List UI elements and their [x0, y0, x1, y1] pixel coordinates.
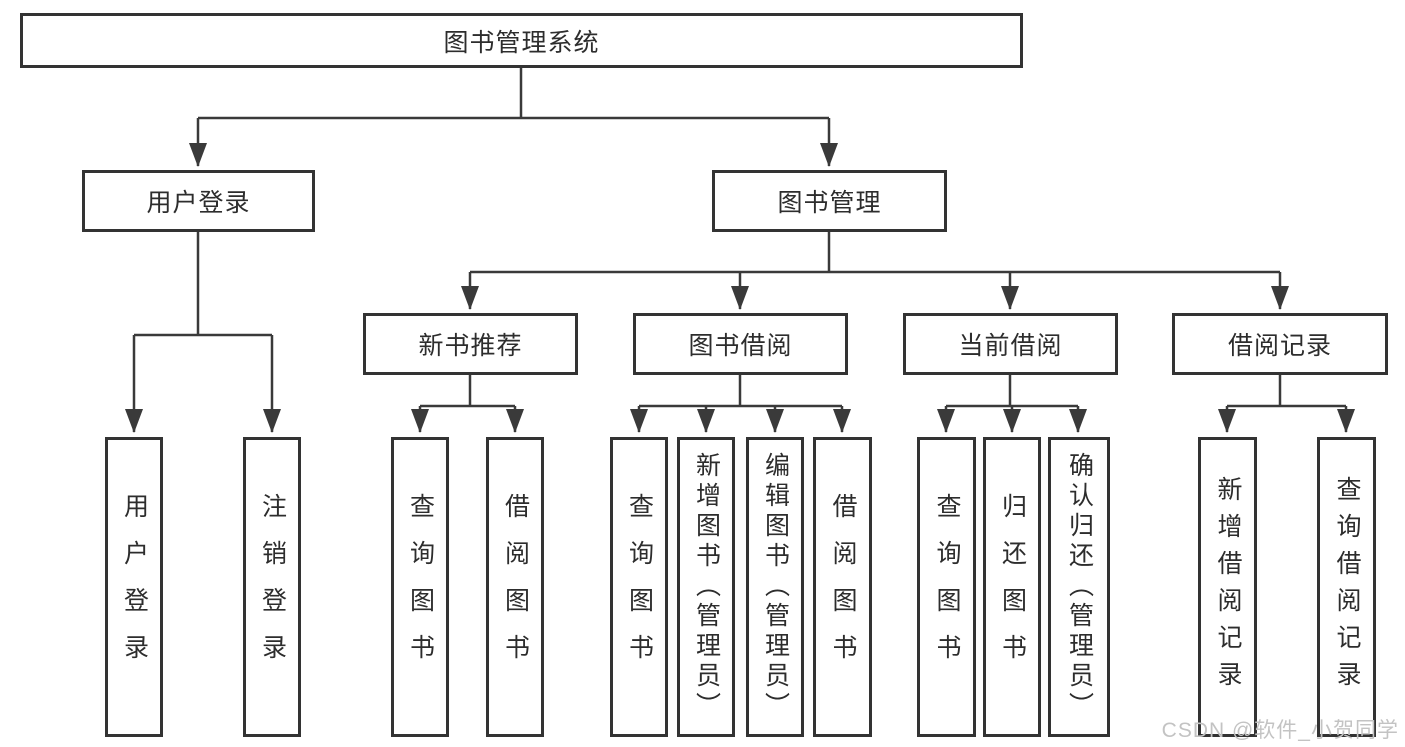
node-root: 图书管理系统: [20, 13, 1023, 68]
leaf-user-login: 用户登录: [105, 437, 163, 737]
csdn-watermark: CSDN @软件_小贺同学: [1161, 719, 1399, 742]
leaf-borrow-books-label: 借阅图书: [501, 493, 530, 681]
node-current-borrow: 当前借阅: [903, 313, 1118, 375]
connector-borrow-records-trunk: [1227, 375, 1346, 408]
leaf-user-login-label: 用户登录: [120, 493, 149, 681]
leaf-add-books-admin-label: 新增图书（管理员）: [692, 452, 721, 722]
leaf-query-books: 查询图书: [917, 437, 976, 737]
leaf-return-books: 归还图书: [983, 437, 1041, 737]
node-book-management-label: 图书管理: [777, 189, 882, 217]
node-root-label: 图书管理系统: [443, 28, 600, 57]
node-user-login: 用户登录: [82, 170, 315, 232]
node-new-book-recommend: 新书推荐: [363, 313, 578, 375]
node-current-borrow-label: 当前借阅: [958, 332, 1063, 360]
leaf-query-books-label: 查询图书: [625, 493, 654, 681]
leaf-borrow-books-label: 借阅图书: [829, 493, 857, 681]
leaf-query-borrow-record: 查询借阅记录: [1317, 437, 1376, 737]
leaf-edit-books-admin-label: 编辑图书（管理员）: [761, 452, 790, 722]
leaf-query-books-label: 查询图书: [406, 493, 435, 681]
connector-new-book-trunk: [420, 375, 515, 408]
leaf-return-books-label: 归还图书: [998, 493, 1027, 681]
leaf-logout: 注销登录: [243, 437, 301, 737]
node-borrow-records-label: 借阅记录: [1227, 332, 1332, 360]
node-book-borrow: 图书借阅: [633, 313, 848, 375]
leaf-query-borrow-record-label: 查询借阅记录: [1333, 476, 1361, 698]
leaf-query-books-label: 查询图书: [933, 493, 961, 681]
node-borrow-records: 借阅记录: [1172, 313, 1388, 375]
leaf-confirm-return-admin: 确认归还（管理员）: [1048, 437, 1110, 737]
node-book-management: 图书管理: [712, 170, 947, 232]
leaf-add-borrow-record: 新增借阅记录: [1198, 437, 1257, 737]
leaf-add-books-admin: 新增图书（管理员）: [677, 437, 735, 737]
leaf-borrow-books: 借阅图书: [486, 437, 544, 737]
node-book-borrow-label: 图书借阅: [688, 332, 793, 360]
leaf-query-books: 查询图书: [610, 437, 668, 737]
leaf-logout-label: 注销登录: [258, 493, 287, 681]
leaf-query-books: 查询图书: [391, 437, 449, 737]
connector-book-borrow-trunk: [639, 375, 842, 408]
connector-user-login-trunk: [134, 232, 272, 337]
connector-root-trunk: [198, 68, 829, 120]
node-new-book-recommend-label: 新书推荐: [418, 332, 523, 360]
connector-book-management-trunk: [470, 232, 1280, 274]
node-user-login-label: 用户登录: [146, 189, 251, 217]
leaf-borrow-books: 借阅图书: [813, 437, 872, 737]
leaf-confirm-return-admin-label: 确认归还（管理员）: [1065, 452, 1094, 722]
connector-current-borrow-trunk: [946, 375, 1078, 408]
leaf-add-borrow-record-label: 新增借阅记录: [1214, 476, 1242, 698]
leaf-edit-books-admin: 编辑图书（管理员）: [746, 437, 804, 737]
